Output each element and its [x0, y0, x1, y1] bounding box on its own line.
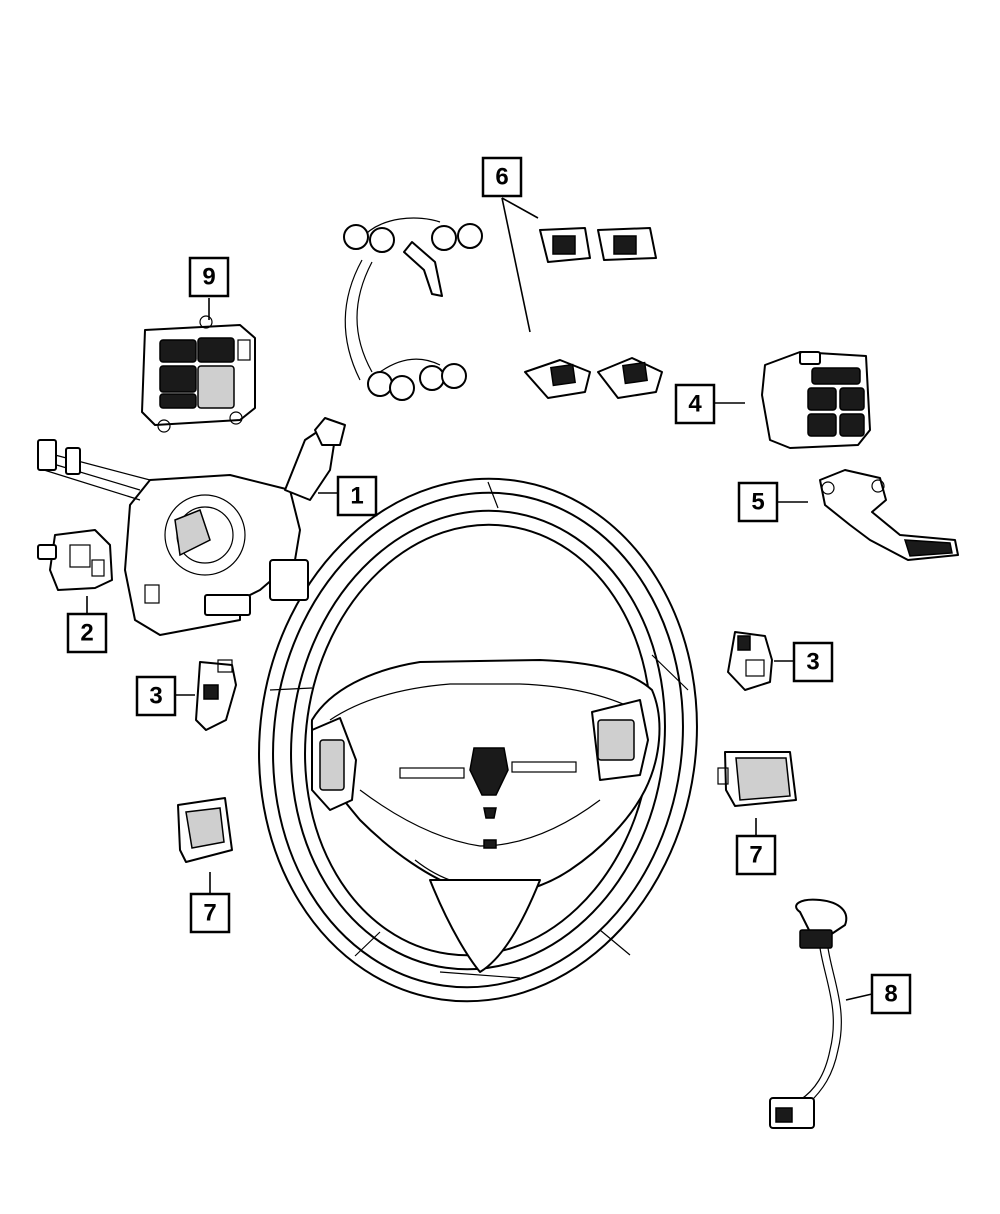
- callout-label: 3: [149, 683, 162, 710]
- steering-wheel: [258, 477, 698, 1003]
- callout-label: 8: [884, 981, 897, 1008]
- switch-part-2: [37, 529, 113, 591]
- callout-3-right: 3: [792, 641, 834, 683]
- switch-bracket: [343, 217, 483, 401]
- callout-3-left: 3: [135, 675, 177, 717]
- callout-6: 6: [481, 156, 523, 198]
- switch-panel-9: [141, 315, 256, 433]
- callout-9: 9: [188, 256, 230, 298]
- switch-bezel-left: [177, 797, 233, 863]
- trim-bezel-left: [195, 659, 237, 731]
- callout-4: 4: [674, 383, 716, 425]
- callout-label: 6: [495, 164, 508, 191]
- callout-label: 7: [749, 842, 762, 869]
- clockspring-multifunction-switch: [37, 417, 346, 636]
- callout-1: 1: [336, 475, 378, 517]
- callout-5: 5: [737, 481, 779, 523]
- callout-7-left: 7: [189, 892, 231, 934]
- leader-lines: [86, 197, 873, 1001]
- shift-paddle: [819, 469, 959, 561]
- callout-label: 5: [751, 489, 764, 516]
- callout-label: 1: [350, 483, 363, 510]
- callout-2: 2: [66, 612, 108, 654]
- switch-set-6: [524, 227, 663, 399]
- callout-7-right: 7: [735, 834, 777, 876]
- trim-bezel-right: [727, 631, 773, 691]
- speed-control-switch: [761, 351, 871, 449]
- callout-8: 8: [870, 973, 912, 1015]
- callout-label: 4: [688, 391, 702, 418]
- switch-bezel-right: [717, 751, 797, 807]
- callout-label: 2: [80, 620, 93, 647]
- callout-label: 7: [203, 900, 216, 927]
- callout-label: 9: [202, 264, 215, 291]
- wiring-harness: [769, 898, 848, 1129]
- callout-label: 3: [806, 649, 819, 676]
